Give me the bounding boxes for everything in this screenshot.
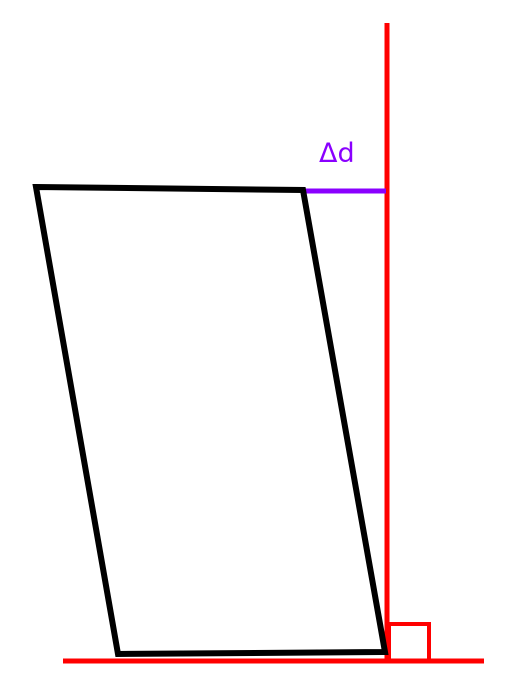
- right-angle-marker: [387, 622, 431, 663]
- delta-d-label: Δd: [319, 138, 355, 169]
- tilted-block: [32, 183, 389, 658]
